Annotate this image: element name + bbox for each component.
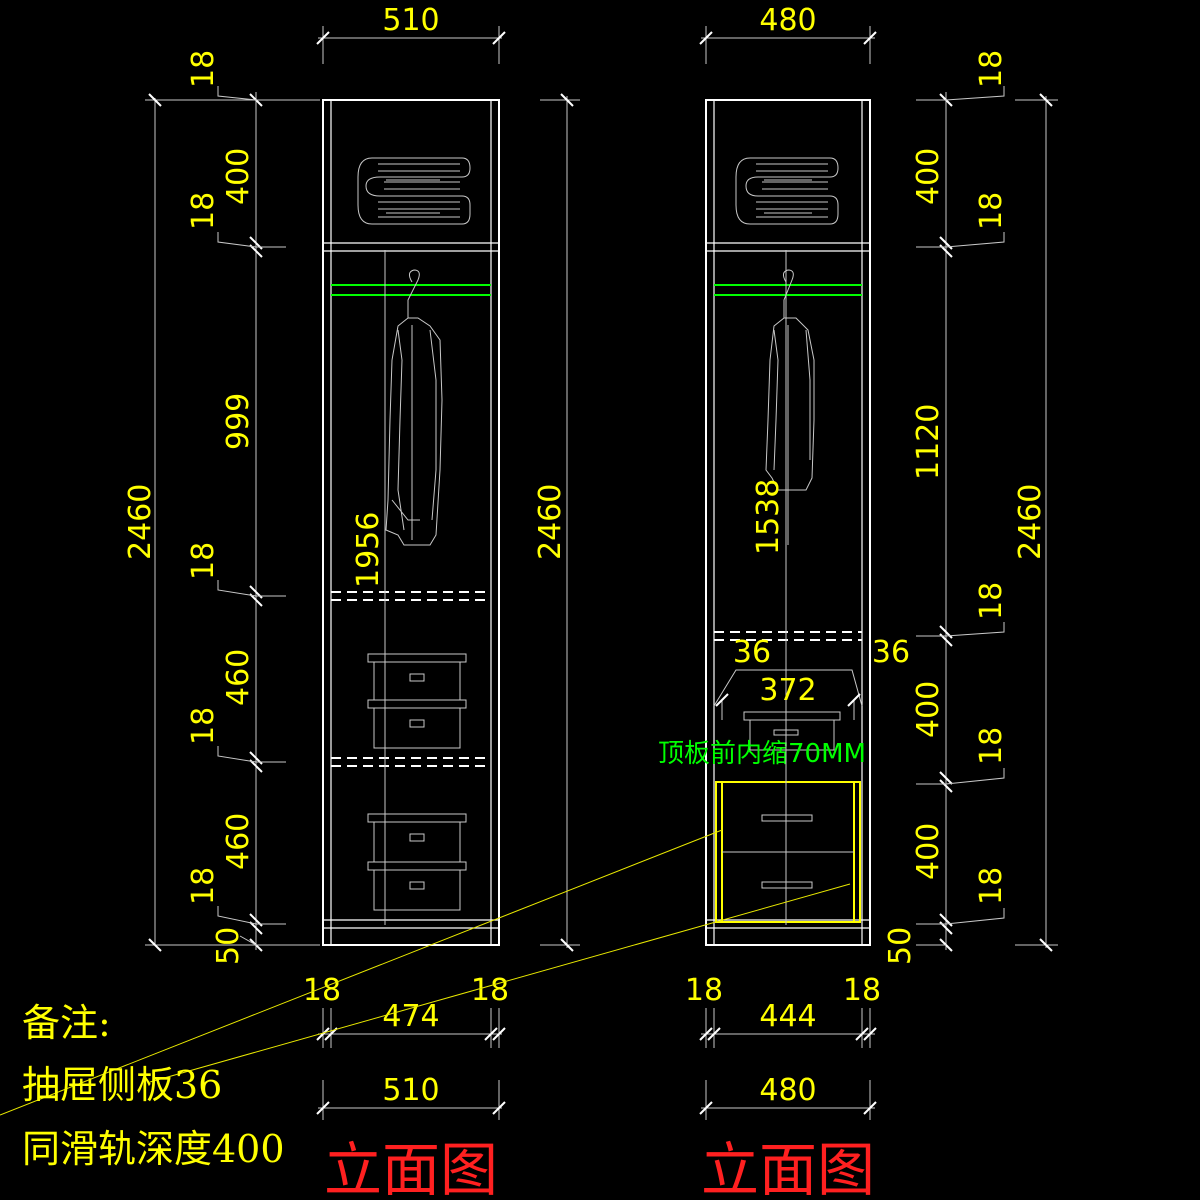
right-inner-width-label: 444 [759, 999, 816, 1034]
right-seg-drawer-space-1: 400 [911, 681, 946, 738]
right-seg-kick: 50 [883, 927, 918, 965]
left-seg-kick: 50 [211, 927, 246, 965]
right-drawer-inner-width-label: 372 [759, 673, 816, 708]
left-seg-hanging-space: 999 [221, 393, 256, 450]
left-drawer-lower-1 [367, 813, 467, 863]
right-drawer-upper [743, 711, 841, 751]
left-overall-height-label: 2460 [123, 484, 158, 560]
right-seg-hanging-space: 1120 [911, 404, 946, 480]
left-seg-drawer-space-1: 460 [221, 649, 256, 706]
right-bottom-width-label: 480 [759, 1073, 816, 1108]
left-seg-shelf3-board: 18 [186, 707, 221, 745]
right-hanging-height-label: 1538 [751, 479, 786, 555]
notes-block: 备注: 抽屉侧板36 同滑轨深度400 [22, 1001, 285, 1171]
right-side-right-label: 18 [843, 973, 881, 1008]
right-drawer-width-dims [713, 669, 863, 720]
left-inner-width-label: 474 [382, 999, 439, 1034]
right-seg-shelf2-board: 18 [974, 582, 1009, 620]
notes-line-2: 同滑轨深度400 [22, 1127, 285, 1171]
folded-clothes-icon [357, 157, 471, 225]
right-seg-shelf1-board: 18 [974, 192, 1009, 230]
left-cabinet-outline [322, 99, 500, 946]
hanging-coat-icon [765, 269, 815, 545]
hanging-coat-icon [385, 269, 443, 546]
left-top-width-label: 510 [382, 3, 439, 38]
left-hanging-height-label: 1956 [351, 512, 386, 588]
notes-heading: 备注: [22, 1001, 111, 1045]
left-side-right-label: 18 [471, 973, 509, 1008]
right-drawer-side-left-label: 36 [733, 635, 771, 670]
right-drawer-side-right-label: 36 [872, 635, 910, 670]
right-green-note: 顶板前内缩70MM [658, 739, 866, 769]
left-seg-drawer-space-2: 460 [221, 813, 256, 870]
note-leader-lines [0, 829, 851, 1116]
left-seg-bottom-board: 18 [186, 867, 221, 905]
right-seg-bottom-board: 18 [974, 867, 1009, 905]
left-seg-top-shelf-space: 400 [221, 148, 256, 205]
right-cabinet-outline [705, 99, 871, 946]
left-seg-shelf1-board: 18 [186, 192, 221, 230]
right-seg-drawer-space-2: 400 [911, 823, 946, 880]
left-elevation: 1956 510 18 18 474 510 2460 [123, 3, 580, 1200]
notes-line-1: 抽屉侧板36 [22, 1063, 222, 1107]
right-side-left-label: 18 [685, 973, 723, 1008]
right-overall-height-label: 2460 [1013, 484, 1048, 560]
left-drawer-lower-2 [367, 861, 467, 911]
left-segment-leaders [217, 86, 286, 946]
right-seg-top-shelf-space: 400 [911, 148, 946, 205]
left-seg-top-board: 18 [186, 50, 221, 88]
right-top-width-label: 480 [759, 3, 816, 38]
left-inner-height-label: 2460 [533, 484, 568, 560]
right-elevation-title: 立面图 [701, 1136, 875, 1200]
left-side-left-label: 18 [303, 973, 341, 1008]
right-drawer-frame [715, 781, 861, 923]
folded-clothes-icon [735, 157, 839, 225]
left-drawer-upper-2 [367, 699, 467, 749]
left-bottom-width-label: 510 [382, 1073, 439, 1108]
right-elevation: 顶板前内缩70MM 1538 36 36 372 480 18 [658, 3, 1058, 1200]
right-segment-leaders [916, 86, 1005, 946]
left-seg-shelf2-board: 18 [186, 542, 221, 580]
left-elevation-title: 立面图 [324, 1136, 498, 1200]
left-drawer-upper-1 [367, 653, 467, 701]
right-seg-top-board: 18 [974, 50, 1009, 88]
right-seg-shelf3-board: 18 [974, 727, 1009, 765]
